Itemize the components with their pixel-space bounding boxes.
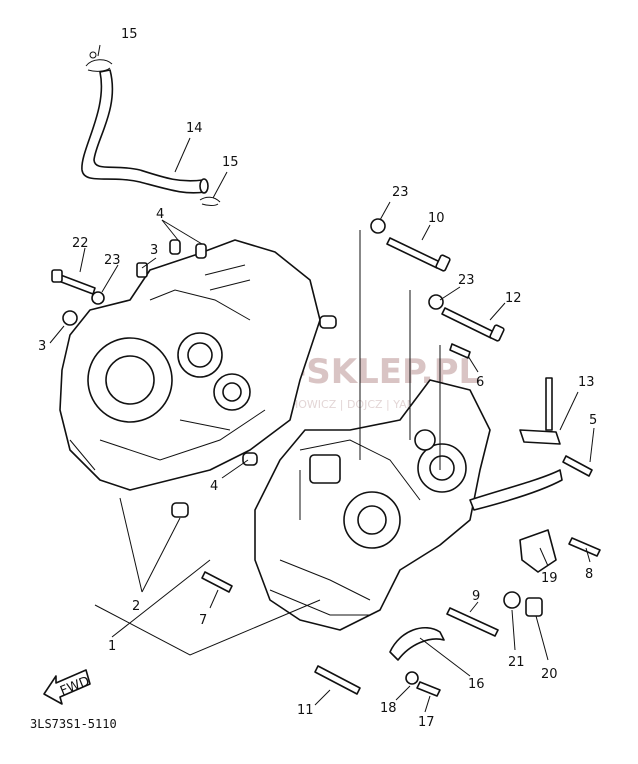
fwd-arrow: FWD bbox=[43, 669, 92, 705]
callout-23a: 23 bbox=[392, 185, 409, 200]
fwd-label: FWD bbox=[58, 674, 92, 699]
callout-21: 21 bbox=[508, 655, 525, 670]
lower-fasteners bbox=[201, 571, 543, 697]
small-fasteners-left bbox=[51, 262, 148, 326]
callout-4a: 4 bbox=[156, 207, 164, 222]
callout-12: 12 bbox=[505, 291, 522, 306]
callout-19: 19 bbox=[541, 571, 558, 586]
callout-23b: 23 bbox=[458, 273, 475, 288]
callout-6: 6 bbox=[476, 375, 484, 390]
callout-20: 20 bbox=[541, 667, 558, 682]
callout-16: 16 bbox=[468, 677, 485, 692]
drawing-code: 3LS73S1-5110 bbox=[30, 717, 117, 731]
callout-2: 2 bbox=[132, 599, 140, 614]
leader-lines bbox=[49, 44, 595, 713]
hose-clip-lower bbox=[199, 196, 221, 206]
breather-hose bbox=[81, 69, 209, 194]
callout-15b: 15 bbox=[222, 155, 239, 170]
left-crankcase bbox=[59, 239, 321, 491]
callout-23c: 23 bbox=[104, 253, 121, 268]
callout-18: 18 bbox=[380, 701, 397, 716]
callout-14: 14 bbox=[186, 121, 203, 136]
callouts: 15 14 15 23 10 23 12 4 22 3 23 3 6 13 5 … bbox=[38, 27, 597, 730]
callout-11: 11 bbox=[297, 703, 314, 718]
callout-22: 22 bbox=[72, 236, 89, 251]
callout-13: 13 bbox=[578, 375, 595, 390]
callout-1: 1 bbox=[108, 639, 116, 654]
callout-15a: 15 bbox=[121, 27, 138, 42]
watermark-sub: HOWICZ | DOJCZ | YAMAHA bbox=[290, 398, 440, 411]
dowel-pins bbox=[171, 315, 337, 518]
callout-9: 9 bbox=[472, 589, 480, 604]
callout-3b: 3 bbox=[38, 339, 46, 354]
breather-pipe-assembly bbox=[469, 377, 601, 573]
right-crankcase bbox=[254, 379, 491, 631]
callout-7: 7 bbox=[199, 613, 207, 628]
callout-10: 10 bbox=[428, 211, 445, 226]
hose-clip-top bbox=[85, 51, 113, 72]
callout-4b: 4 bbox=[210, 479, 218, 494]
callout-17: 17 bbox=[418, 715, 435, 730]
long-bolts bbox=[370, 218, 505, 359]
callout-8: 8 bbox=[585, 567, 593, 582]
callout-3a: 3 bbox=[150, 243, 158, 258]
callout-5: 5 bbox=[589, 413, 597, 428]
